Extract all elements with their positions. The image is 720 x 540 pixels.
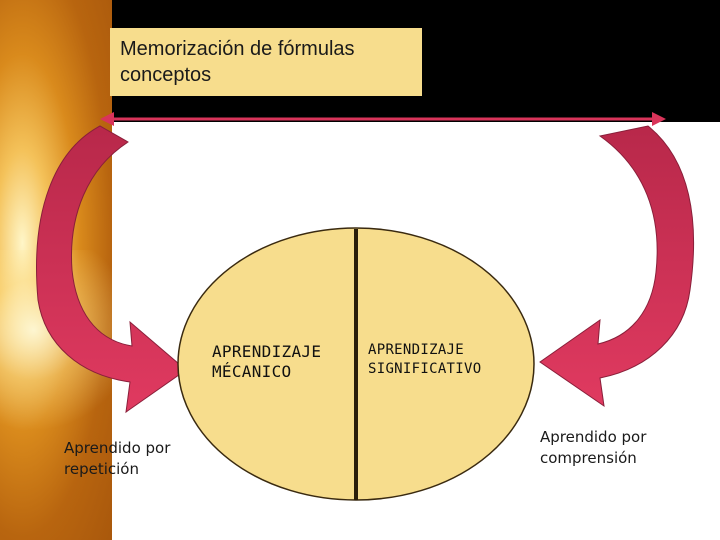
- mechanical-learning-label: APRENDIZAJE MÉCANICO: [212, 342, 322, 381]
- repetition-label: Aprendido por repetición: [64, 439, 171, 478]
- memorization-box: Memorización de fórmulas conceptos: [110, 28, 422, 96]
- comprehension-label: Aprendido por comprensión: [540, 428, 647, 467]
- meaningful-learning-label: APRENDIZAJE SIGNIFICATIVO: [368, 342, 482, 377]
- right-curved-arrow: [539, 125, 695, 408]
- continuum-double-arrow: [100, 112, 666, 126]
- left-curved-arrow: [36, 125, 187, 414]
